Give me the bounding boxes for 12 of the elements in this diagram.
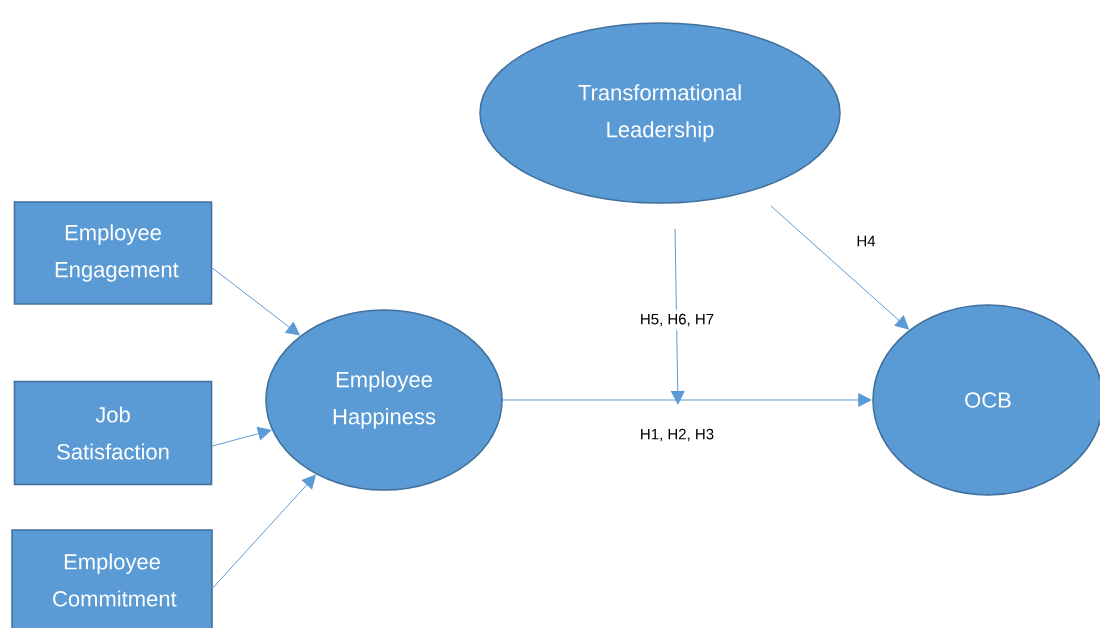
construct-box: Employee Commitment: [11, 529, 213, 628]
edge-label: H5, H6, H7: [635, 309, 719, 331]
construct-box: Job Satisfaction: [13, 380, 213, 486]
arrow: [502, 393, 872, 407]
arrow: [211, 267, 300, 336]
arrow: [670, 228, 685, 405]
arrow: [211, 426, 272, 447]
edge-label: H1, H2, H3: [641, 428, 714, 442]
edge-label: H4: [852, 231, 880, 251]
arrow: [770, 205, 909, 330]
arrow: [212, 474, 316, 589]
construct-box: Employee Engagement: [13, 201, 213, 305]
